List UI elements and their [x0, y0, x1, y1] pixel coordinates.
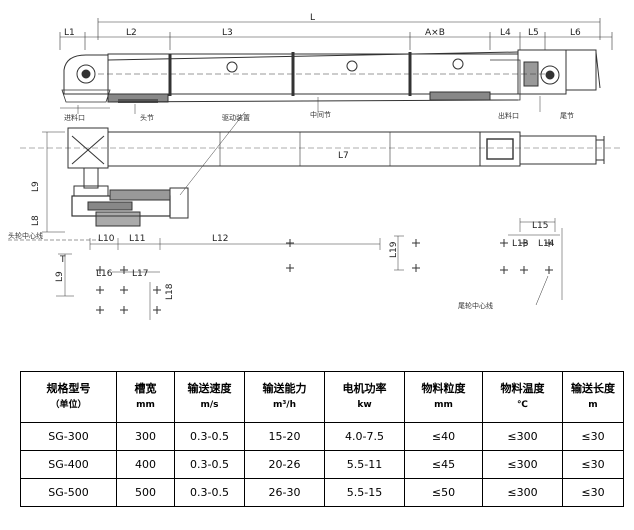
foundation-dimensions — [8, 238, 381, 320]
note-head: 头节 — [140, 113, 154, 122]
side-elevation — [60, 49, 601, 109]
cell-capacity: 26-30 — [244, 478, 325, 507]
cell-length: ≤30 — [562, 422, 624, 451]
right-foundation-dims — [394, 218, 563, 306]
conveyor-drawing: L L1 L2 L3 A×B L4 L5 L6 — [8, 13, 620, 320]
dim-L11: L11 — [129, 234, 145, 244]
dim-L9-foundation: L9 — [55, 271, 65, 282]
dim-L4: L4 — [500, 28, 511, 38]
cell-motor-power: 5.5-11 — [324, 450, 405, 479]
leader-lines — [77, 96, 541, 196]
cell-length: ≤30 — [562, 478, 624, 507]
segment-dimensions — [59, 32, 613, 50]
anchor-bolt-marks — [96, 239, 553, 314]
note-tail: 尾节 — [560, 112, 574, 120]
dim-L13: L13 — [512, 239, 528, 249]
cell-speed: 0.3-0.5 — [174, 478, 245, 507]
table-row: SG-400 400 0.3-0.5 20-26 5.5-11 ≤45 ≤300… — [20, 450, 624, 479]
dim-L3: L3 — [222, 28, 233, 38]
dim-L6: L6 — [570, 28, 581, 38]
table-row: SG-500 500 0.3-0.5 26-30 5.5-15 ≤50 ≤300… — [20, 478, 624, 507]
dim-T: T — [59, 255, 66, 265]
cell-particle-size: ≤50 — [404, 478, 483, 507]
note-inlet: 进料口 — [64, 113, 85, 122]
cell-length: ≤30 — [562, 450, 624, 479]
note-head-center: 头轮中心线 — [8, 231, 43, 240]
header-model: 规格型号（单位） — [20, 371, 117, 423]
cell-speed: 0.3-0.5 — [174, 422, 245, 451]
cell-temperature: ≤300 — [482, 478, 563, 507]
dim-L10: L10 — [98, 234, 115, 244]
table-row: SG-300 300 0.3-0.5 15-20 4.0-7.5 ≤40 ≤30… — [20, 422, 624, 451]
dim-L8: L8 — [31, 215, 41, 226]
cell-particle-size: ≤45 — [404, 450, 483, 479]
note-drive: 驱动装置 — [222, 113, 250, 122]
plan-view — [20, 127, 620, 169]
cell-model: SG-500 — [20, 478, 117, 507]
cell-capacity: 15-20 — [244, 422, 325, 451]
dim-L5: L5 — [528, 28, 539, 38]
dim-L19: L19 — [389, 241, 399, 258]
header-temperature: 物料温度℃ — [482, 371, 563, 423]
cell-trough-width: 400 — [116, 450, 175, 479]
dim-L17: L17 — [132, 269, 148, 279]
cell-temperature: ≤300 — [482, 422, 563, 451]
dim-L9: L9 — [31, 181, 41, 192]
dim-L1: L1 — [64, 28, 75, 38]
note-middle: 中间节 — [310, 110, 331, 119]
dim-AxB: A×B — [425, 28, 445, 38]
dim-L12: L12 — [212, 234, 228, 244]
drive-assembly — [71, 167, 189, 227]
overall-dimension: L — [97, 13, 601, 40]
cell-motor-power: 4.0-7.5 — [324, 422, 405, 451]
dim-L2: L2 — [126, 28, 137, 38]
cell-motor-power: 5.5-15 — [324, 478, 405, 507]
cell-model: SG-400 — [20, 450, 117, 479]
dim-L15: L15 — [532, 221, 548, 231]
cell-speed: 0.3-0.5 — [174, 450, 245, 479]
dim-L18: L18 — [165, 283, 175, 300]
cell-temperature: ≤300 — [482, 450, 563, 479]
cell-trough-width: 300 — [116, 422, 175, 451]
dim-L14: L14 — [538, 239, 555, 249]
cell-model: SG-300 — [20, 422, 117, 451]
cell-trough-width: 500 — [116, 478, 175, 507]
left-vertical-dims — [42, 131, 65, 233]
note-outlet: 出料口 — [498, 111, 519, 120]
dim-L16: L16 — [96, 269, 113, 279]
cell-particle-size: ≤40 — [404, 422, 483, 451]
note-tail-center: 尾轮中心线 — [458, 301, 493, 310]
dim-L7: L7 — [338, 151, 349, 161]
dim-L: L — [310, 13, 315, 23]
cell-capacity: 20-26 — [244, 450, 325, 479]
